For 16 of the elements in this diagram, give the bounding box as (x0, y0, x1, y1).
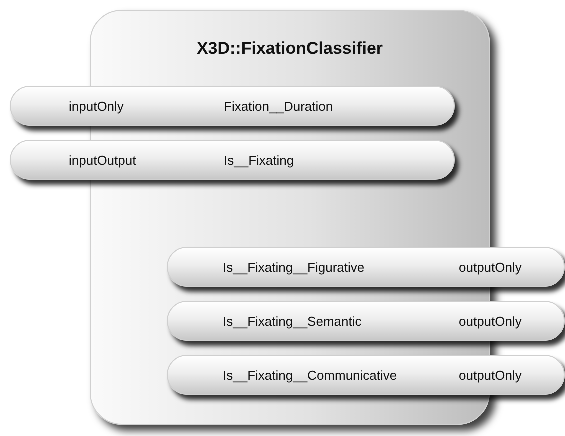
field-bar (167, 247, 565, 287)
field-bar (167, 355, 565, 395)
field-bar (10, 140, 455, 180)
node-title: X3D::FixationClassifier (196, 39, 384, 59)
field-name-label: Is__Fixating__Semantic (223, 314, 362, 329)
field-name-label: Is__Fixating__Communicative (223, 368, 398, 383)
access-type-label: inputOnly (69, 99, 124, 114)
field-name-label: Fixation__Duration (224, 99, 334, 114)
access-type-label: outputOnly (459, 368, 522, 383)
access-type-label: outputOnly (459, 260, 522, 275)
field-bar (10, 86, 455, 126)
field-name-label: Is__Fixating (224, 153, 294, 168)
field-name-label: Is__Fixating__Figurative (223, 260, 365, 275)
access-type-label: outputOnly (459, 314, 522, 329)
field-bar (167, 301, 565, 341)
access-type-label: inputOutput (69, 153, 136, 168)
